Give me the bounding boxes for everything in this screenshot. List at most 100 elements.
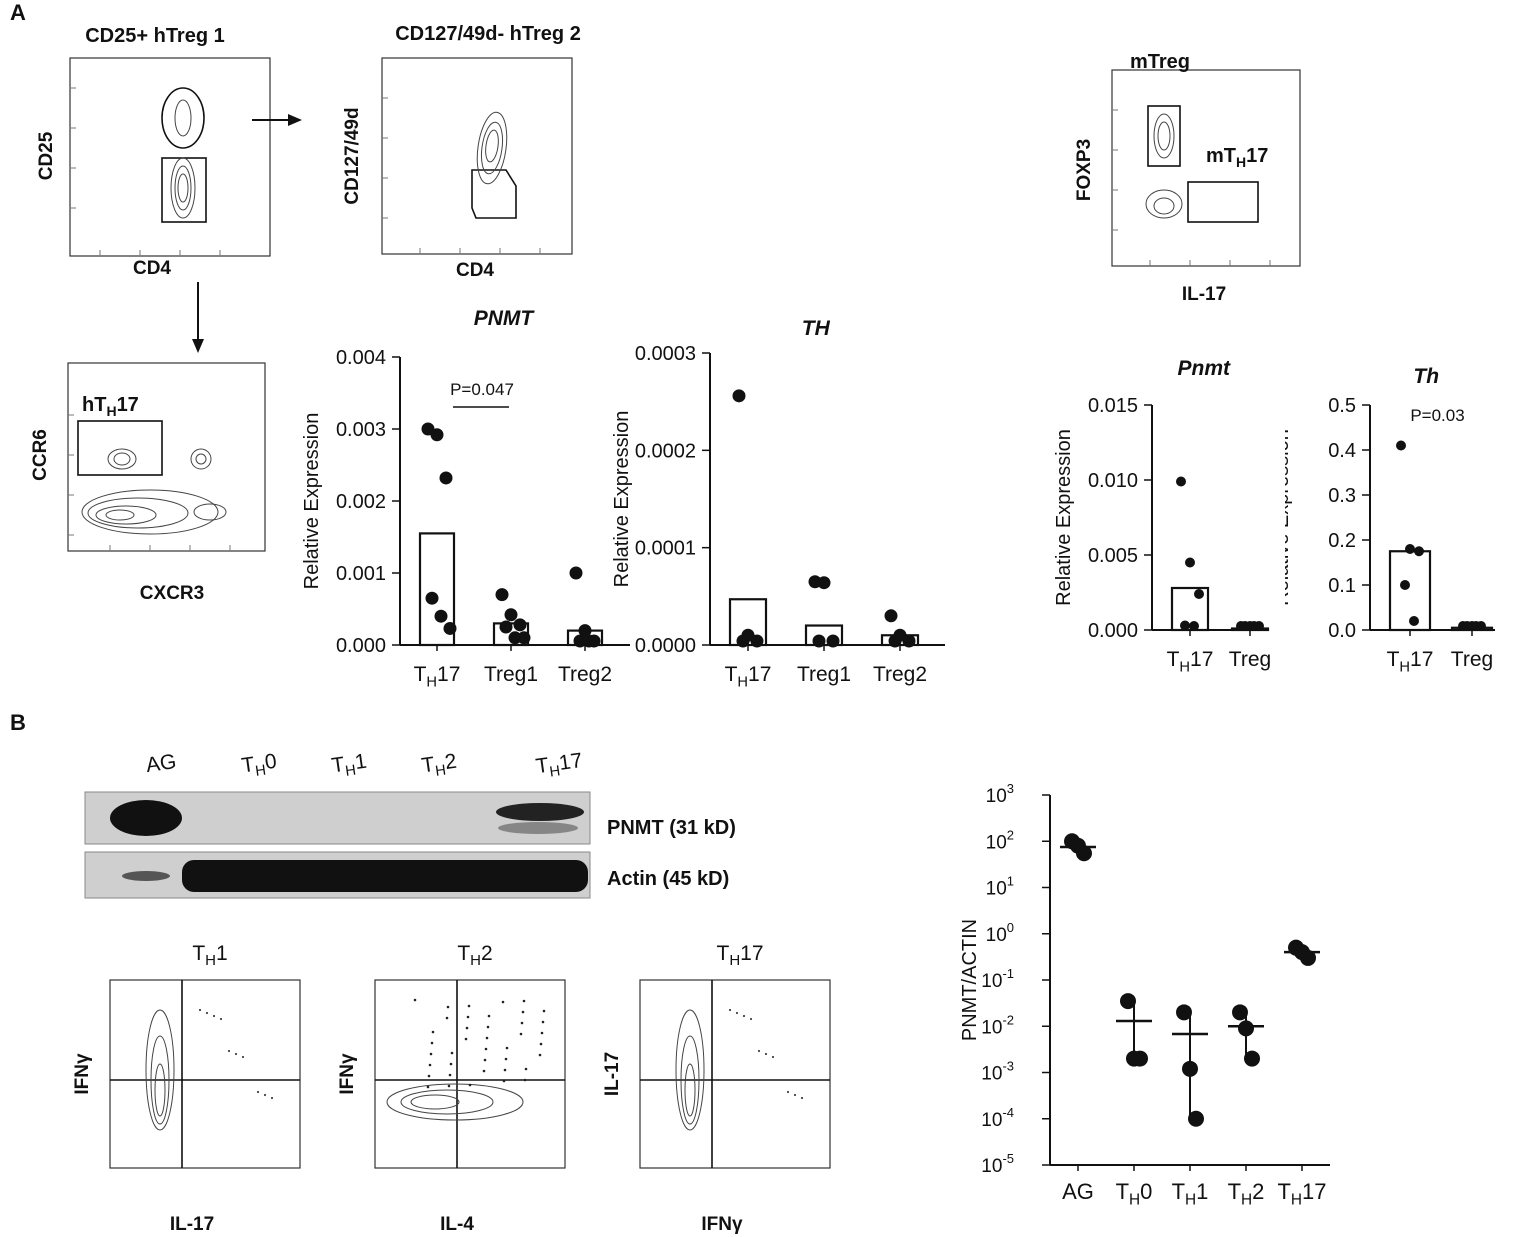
x-tick-label: Treg (1229, 648, 1271, 671)
flow-plot-mouse: mTreg mTH17 IL-17 FOXP3 (1074, 51, 1301, 305)
data-point (1185, 557, 1195, 568)
x-tick-label: Treg2 (558, 663, 612, 686)
y-tick-label: 100 (986, 920, 1014, 946)
data-point (425, 591, 439, 605)
data-point (513, 618, 527, 632)
data-point (578, 624, 592, 638)
y-tick-label: 0.004 (336, 347, 386, 369)
y-tick-label: 0.010 (1088, 470, 1138, 492)
data-point (1240, 621, 1250, 631)
band-th17-pnmt (496, 803, 584, 821)
flow-contours (145, 1009, 175, 1131)
blot-lane-label: AG (144, 750, 177, 777)
p-value: P=0.047 (450, 380, 514, 399)
y-tick-label: 10-5 (981, 1151, 1014, 1177)
data-point (1249, 621, 1259, 631)
flow-title: CD127/49d- hTreg 2 (395, 23, 581, 45)
data-point (902, 634, 916, 648)
data-point (1076, 845, 1092, 862)
x-tick-label: Treg1 (484, 663, 538, 686)
flow-xlabel: CD4 (456, 260, 494, 281)
y-tick-label: 101 (986, 874, 1014, 900)
gating-arrows (192, 114, 302, 353)
flow-ylabel: CD127/49d (342, 107, 363, 204)
flow-xlabel: IL-17 (170, 1214, 214, 1235)
y-tick-label: 0.0000 (635, 635, 696, 657)
x-tick-label: Treg2 (873, 663, 927, 686)
data-point (1414, 546, 1424, 557)
blot-lane-label: TH1 (330, 750, 369, 782)
flow-frame (374, 979, 566, 1169)
x-tick-label: TH17 (725, 663, 772, 690)
flow-xlabel: IL-17 (1182, 284, 1226, 305)
data-point (573, 634, 587, 648)
data-point (1396, 440, 1406, 451)
y-tick-label: 10-3 (981, 1059, 1014, 1085)
x-tick-label: TH17 (1277, 1179, 1326, 1209)
data-point (582, 634, 596, 648)
data-point (750, 634, 764, 648)
x-tick-label: TH17 (414, 663, 461, 690)
data-point (1176, 476, 1186, 487)
data-point (732, 389, 746, 403)
data-point (812, 634, 826, 648)
data-point (1471, 621, 1481, 631)
flow-plot-treg2: CD127/49d- hTreg 2 CD4 CD127/49d (342, 23, 581, 281)
data-point (888, 634, 902, 648)
y-axis-label: Relative Expression (1285, 429, 1293, 606)
flow-title: TH17 (716, 942, 763, 969)
x-tick-label: TH2 (1228, 1179, 1265, 1209)
flow-contours (386, 1083, 524, 1121)
y-tick-label: 0.002 (336, 491, 386, 513)
flow-ylabel: IFNγ (337, 1053, 358, 1095)
flow-xlabel: CD4 (133, 258, 171, 279)
flow-gate-label: hTH17 (82, 394, 139, 419)
data-point (439, 471, 453, 485)
data-point (569, 566, 583, 580)
data-point (1462, 621, 1472, 631)
data-point (1400, 580, 1410, 590)
flow-ylabel: IL-17 (602, 1052, 623, 1096)
blot-lane-label: TH17 (534, 749, 584, 782)
data-point (1194, 589, 1204, 599)
data-point (1132, 1050, 1148, 1067)
y-tick-label: 0.0003 (635, 343, 696, 365)
chart-title: Th (1413, 365, 1439, 388)
y-tick-label: 10-2 (981, 1012, 1014, 1038)
blot-label-pnmt: PNMT (31 kD) (607, 817, 736, 839)
flow-ylabel: IFNγ (72, 1053, 93, 1095)
flow-gate-label-th17: mTH17 (1206, 145, 1268, 170)
flow-frame (109, 979, 301, 1169)
data-point (826, 634, 840, 648)
flow-ylabel: CCR6 (30, 429, 51, 481)
data-point (443, 621, 457, 635)
y-tick-label: 102 (986, 827, 1014, 853)
data-point (508, 631, 522, 645)
x-tick-label: TH0 (1116, 1179, 1153, 1209)
data-point (517, 631, 531, 645)
flow-title: TH2 (457, 942, 492, 969)
panel-b-label: B (10, 710, 26, 735)
flow-xlabel: IFNγ (701, 1214, 743, 1235)
x-tick-label: TH17 (1167, 648, 1214, 675)
y-tick-label: 0.0002 (635, 440, 696, 462)
data-point (430, 428, 444, 442)
panel-a-label: A (10, 0, 26, 25)
flow-gate-label-treg: mTreg (1130, 51, 1190, 73)
y-tick-label: 0.0001 (635, 538, 696, 560)
chart-title: PNMT (474, 307, 536, 330)
data-point (1232, 1004, 1248, 1021)
flow-title: CD25+ hTreg 1 (85, 25, 225, 47)
flow-xlabel: IL-4 (440, 1214, 474, 1235)
band-ag-pnmt (110, 800, 182, 836)
y-tick-label: 0.005 (1088, 545, 1138, 567)
data-point (499, 620, 513, 634)
x-tick-label: TH17 (1387, 648, 1434, 675)
x-tick-label: Treg (1451, 648, 1493, 671)
y-tick-label: 0.2 (1328, 530, 1356, 552)
y-axis-label: Relative Expression (611, 411, 633, 588)
